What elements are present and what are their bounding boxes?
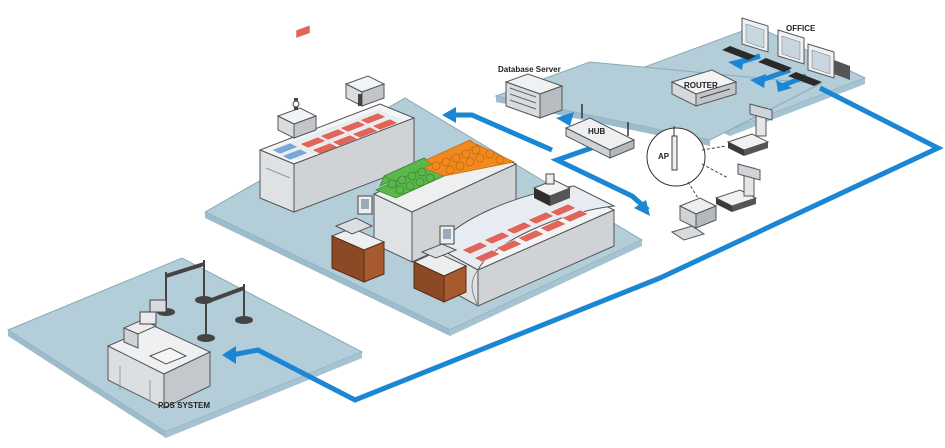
fish-trays <box>271 142 309 161</box>
pos-system-label: POS SYSTEM <box>158 401 210 410</box>
monitor-3 <box>788 43 835 86</box>
access-point <box>646 126 706 187</box>
deli-scale-2 <box>344 75 386 107</box>
produce-counter <box>330 195 386 283</box>
deli-products <box>461 203 589 263</box>
database-server-label: Database Server <box>498 65 561 74</box>
ap-label: AP <box>658 152 670 161</box>
network-cabling <box>231 85 944 403</box>
database-server <box>504 73 564 119</box>
router-device <box>670 69 738 107</box>
arrow-router <box>556 112 574 126</box>
hub-to-store-cable <box>550 142 650 212</box>
scale-1 <box>726 103 773 156</box>
hub-label: HUB <box>588 127 606 136</box>
monitor-1 <box>722 17 769 60</box>
deli-counter <box>412 225 468 303</box>
deli-scale-1 <box>276 98 318 139</box>
arrow-pos <box>222 346 236 364</box>
office-to-pos-cable <box>231 85 944 403</box>
arrow-store <box>634 200 650 216</box>
label-printer <box>670 197 718 241</box>
router-label: ROUTER <box>684 81 718 90</box>
green-produce <box>374 157 446 199</box>
hub-device <box>564 104 636 159</box>
desk-edge <box>834 60 850 80</box>
wireless-links <box>687 145 729 199</box>
arrow-display <box>442 107 456 123</box>
produce-stand <box>372 139 518 263</box>
deli-top-scale <box>532 173 572 206</box>
meat-display-case <box>258 24 416 213</box>
deli-glass-case <box>436 185 616 307</box>
office-workstations <box>722 17 850 86</box>
hub-to-display-cable <box>452 112 554 153</box>
office-label: OFFICE <box>786 24 816 33</box>
orange-produce <box>422 139 516 177</box>
scale-2 <box>714 163 761 212</box>
pos-terminal <box>122 299 167 349</box>
monitor-2 <box>758 29 805 72</box>
